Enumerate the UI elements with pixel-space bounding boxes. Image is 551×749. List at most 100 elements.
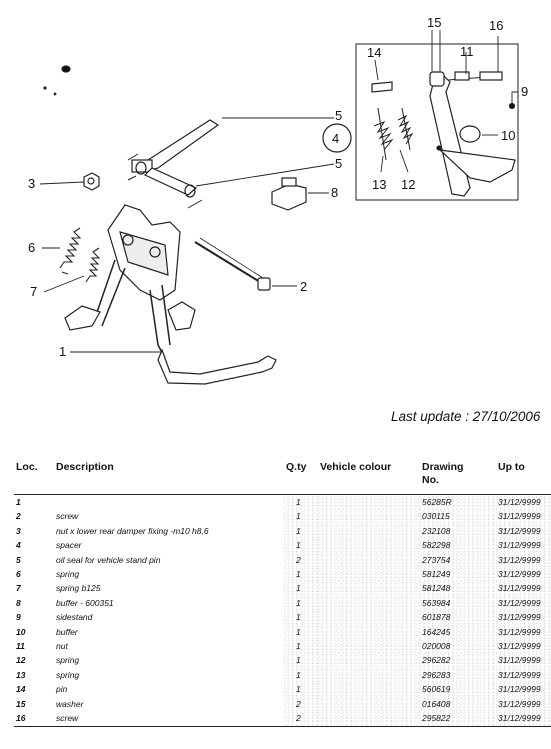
cell-vehicle-colour — [318, 639, 420, 654]
cell-drawing-no: 601878 — [420, 610, 496, 625]
cell-drawing-no: 295822 — [420, 711, 496, 727]
cell-drawing-no: 560619 — [420, 682, 496, 697]
cell-loc: 9 — [16, 612, 21, 623]
callout-14: 14 — [367, 45, 381, 60]
callout-9: 9 — [521, 84, 528, 99]
cell-vehicle-colour — [318, 552, 420, 568]
cell-loc: 7 — [16, 583, 21, 594]
cell-drawing-no: 563984 — [420, 595, 496, 611]
cell-loc: 13 — [16, 669, 26, 680]
callout-10: 10 — [501, 128, 515, 143]
cell-vehicle-colour — [318, 653, 420, 668]
callout-1: 1 — [59, 344, 66, 359]
callout-5-lower: 5 — [335, 156, 342, 171]
cell-drawing-no: 56285R — [420, 494, 496, 510]
cell-description: spring — [56, 669, 80, 680]
cell-drawing-no: 232108 — [420, 523, 496, 539]
callout-8: 8 — [331, 185, 338, 200]
cell-vehicle-colour — [318, 509, 420, 524]
cell-qty: 1 — [284, 523, 318, 539]
header-drawing-line2: No. — [422, 474, 439, 486]
cell-loc: 15 — [16, 698, 26, 709]
cell-up-to: 31/12/9999 — [496, 711, 551, 727]
cell-loc: 14 — [16, 684, 26, 695]
cell-loc: 6 — [16, 569, 21, 580]
cell-description: buffer - 600351 — [56, 597, 114, 608]
cell-up-to: 31/12/9999 — [496, 624, 551, 640]
cell-drawing-no: 030115 — [420, 509, 496, 524]
cell-description: oil seal for vehicle stand pin — [56, 554, 161, 565]
leader-lines — [39, 30, 518, 353]
callout-12: 12 — [401, 177, 415, 192]
cell-loc: 8 — [16, 597, 21, 608]
cell-qty: 2 — [284, 696, 318, 712]
sidestand-inset-frame — [355, 43, 519, 201]
spring-7 — [85, 247, 101, 283]
cell-description: screw — [50, 711, 284, 727]
cell-description: spring b125 — [56, 583, 101, 594]
long-bolt — [194, 237, 271, 291]
cell-vehicle-colour — [318, 624, 420, 640]
cell-qty: 1 — [284, 682, 318, 697]
cell-qty: 1 — [284, 538, 318, 553]
cell-up-to: 31/12/9999 — [496, 653, 551, 668]
cell-qty: 2 — [284, 711, 318, 727]
cell-qty: 1 — [284, 610, 318, 625]
header-loc: Loc. — [14, 461, 50, 495]
cell-description: spacer — [56, 540, 82, 551]
cell-up-to: 31/12/9999 — [496, 552, 551, 568]
cell-loc: 5 — [16, 554, 21, 565]
cell-vehicle-colour — [318, 581, 420, 596]
cell-up-to: 31/12/9999 — [496, 567, 551, 582]
cell-description: spring — [56, 655, 80, 666]
cell-loc: 3 — [16, 525, 21, 536]
cell-vehicle-colour — [318, 696, 420, 712]
cell-loc: 16 — [14, 711, 50, 727]
cell-up-to: 31/12/9999 — [496, 523, 551, 539]
callout-6: 6 — [28, 240, 35, 255]
cell-vehicle-colour — [318, 595, 420, 611]
cell-up-to: 31/12/9999 — [496, 494, 551, 510]
cell-qty: 1 — [284, 639, 318, 654]
cell-up-to: 31/12/9999 — [496, 595, 551, 611]
cell-drawing-no: 581248 — [420, 581, 496, 596]
cell-description: buffer — [56, 626, 78, 637]
cell-up-to: 31/12/9999 — [496, 610, 551, 625]
header-vehicle-colour: Vehicle colour — [318, 461, 420, 495]
cell-qty: 1 — [284, 667, 318, 683]
cell-qty: 1 — [284, 624, 318, 640]
cell-up-to: 31/12/9999 — [496, 581, 551, 596]
cell-vehicle-colour — [318, 667, 420, 683]
cell-vehicle-colour — [318, 494, 420, 510]
nut-3 — [83, 172, 100, 191]
cell-description: washer — [56, 698, 84, 709]
cell-qty: 2 — [284, 552, 318, 568]
cell-vehicle-colour — [318, 567, 420, 582]
header-drawing-line1: Drawing — [422, 461, 464, 473]
parts-table: Loc. Description Q.ty Vehicle colour Dra… — [14, 461, 551, 727]
cell-drawing-no: 273754 — [420, 552, 496, 568]
table-header-row: Loc. Description Q.ty Vehicle colour Dra… — [14, 461, 551, 495]
callout-13: 13 — [372, 177, 386, 192]
cell-vehicle-colour — [318, 711, 420, 727]
cell-qty: 1 — [284, 581, 318, 596]
callout-15: 15 — [427, 15, 441, 30]
cell-up-to: 31/12/9999 — [496, 639, 551, 654]
cell-drawing-no: 296282 — [420, 653, 496, 668]
cell-up-to: 31/12/9999 — [496, 509, 551, 524]
cell-qty: 1 — [284, 509, 318, 524]
header-qty: Q.ty — [284, 461, 318, 495]
cell-description: spring — [56, 569, 80, 580]
cell-qty: 1 — [284, 567, 318, 582]
cell-vehicle-colour — [318, 538, 420, 553]
